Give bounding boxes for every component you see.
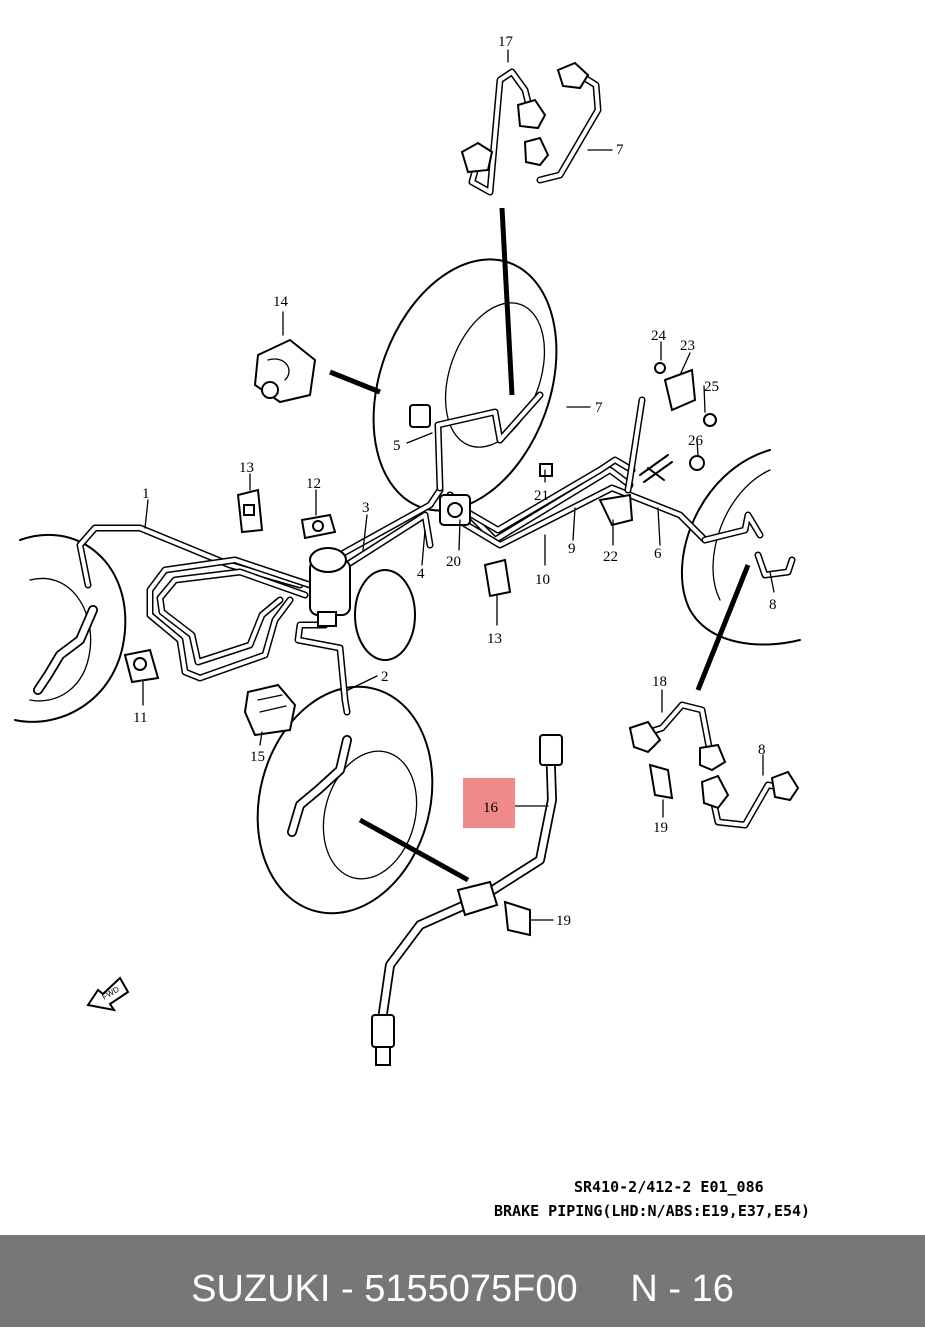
label-part-18[interactable]: 18 [652,674,667,690]
pipe-18-detail [628,701,727,772]
label-part-7[interactable]: 7 [616,142,624,158]
clip-19-lower [503,900,531,937]
part-number-caption: SUZUKI - 5155075F00 N - 16 [191,1268,734,1310]
master-cylinder-booster [354,569,416,661]
label-part-12[interactable]: 12 [306,476,321,492]
label-part-4[interactable]: 4 [417,566,425,582]
clip-14 [253,338,317,404]
clip-19-upper [648,763,674,800]
clip-13-top [236,488,264,534]
clip-21 [539,463,553,477]
pipe-7-detail [523,61,602,184]
footer-bar: SUZUKI - 5155075F00 N - 16 [0,1235,925,1327]
brake-pipe-network [76,391,764,716]
label-part-22[interactable]: 22 [603,549,618,565]
pipe-8-detail [700,770,800,829]
indicator-lines [329,207,751,883]
label-part-19[interactable]: 19 [653,820,668,836]
diagram-code: SR410-2/412-2 E01_086 [574,1178,764,1196]
front-right-wheel [256,685,434,915]
clip-11 [123,648,160,684]
brake-hose-16 [371,734,563,1066]
brake-piping-diagram: FWD 17 7 14 [14,34,801,1066]
clip-near-wheel [409,404,431,428]
label-part-13[interactable]: 13 [487,631,502,647]
label-part-8[interactable]: 8 [769,597,777,613]
clip-15 [243,683,297,737]
diagram-title: BRAKE PIPING(LHD:N/ABS:E19,E37,E54) [494,1202,811,1220]
leader-lines [142,49,775,921]
fwd-arrow-icon: FWD [86,976,130,1012]
part-number-labels: 17 7 14 7 5 24 23 25 26 13 12 1 3 21 4 2… [133,34,777,929]
label-part-14[interactable]: 14 [273,294,289,310]
label-part-11[interactable]: 11 [133,710,147,726]
label-part-5[interactable]: 5 [393,438,401,454]
rear-left-wheel [681,449,801,646]
master-cylinder [309,547,351,627]
front-left-hose [33,605,98,695]
rear-right-wheel [372,258,558,512]
label-part-3[interactable]: 3 [362,500,370,516]
label-part-17[interactable]: 17 [498,34,514,50]
label-part-23[interactable]: 23 [680,338,695,354]
spring-fitting [639,454,673,483]
front-left-wheel [14,533,127,723]
pipe-17 [460,68,547,196]
label-part-7[interactable]: 7 [595,400,603,416]
pipe-8-small [754,551,796,579]
label-part-26[interactable]: 26 [688,433,704,449]
clip-13-bottom [483,558,512,598]
label-part-16[interactable]: 16 [483,800,499,816]
label-part-2[interactable]: 2 [381,669,389,685]
bracket-22 [598,493,634,527]
label-part-24[interactable]: 24 [651,328,667,344]
label-part-25[interactable]: 25 [704,379,719,395]
label-part-15[interactable]: 15 [250,749,265,765]
part-16-highlight [463,778,515,828]
valve-block-20 [439,494,471,526]
label-part-8[interactable]: 8 [758,742,766,758]
label-part-6[interactable]: 6 [654,546,662,562]
bracket-23 [654,362,717,471]
label-part-19[interactable]: 19 [556,913,571,929]
label-part-10[interactable]: 10 [535,572,550,588]
label-part-1[interactable]: 1 [142,486,150,502]
label-part-20[interactable]: 20 [446,554,461,570]
label-part-13[interactable]: 13 [239,460,254,476]
label-part-9[interactable]: 9 [568,541,576,557]
label-part-21[interactable]: 21 [534,488,549,504]
clip-12 [300,513,337,540]
front-right-hose [287,735,352,837]
